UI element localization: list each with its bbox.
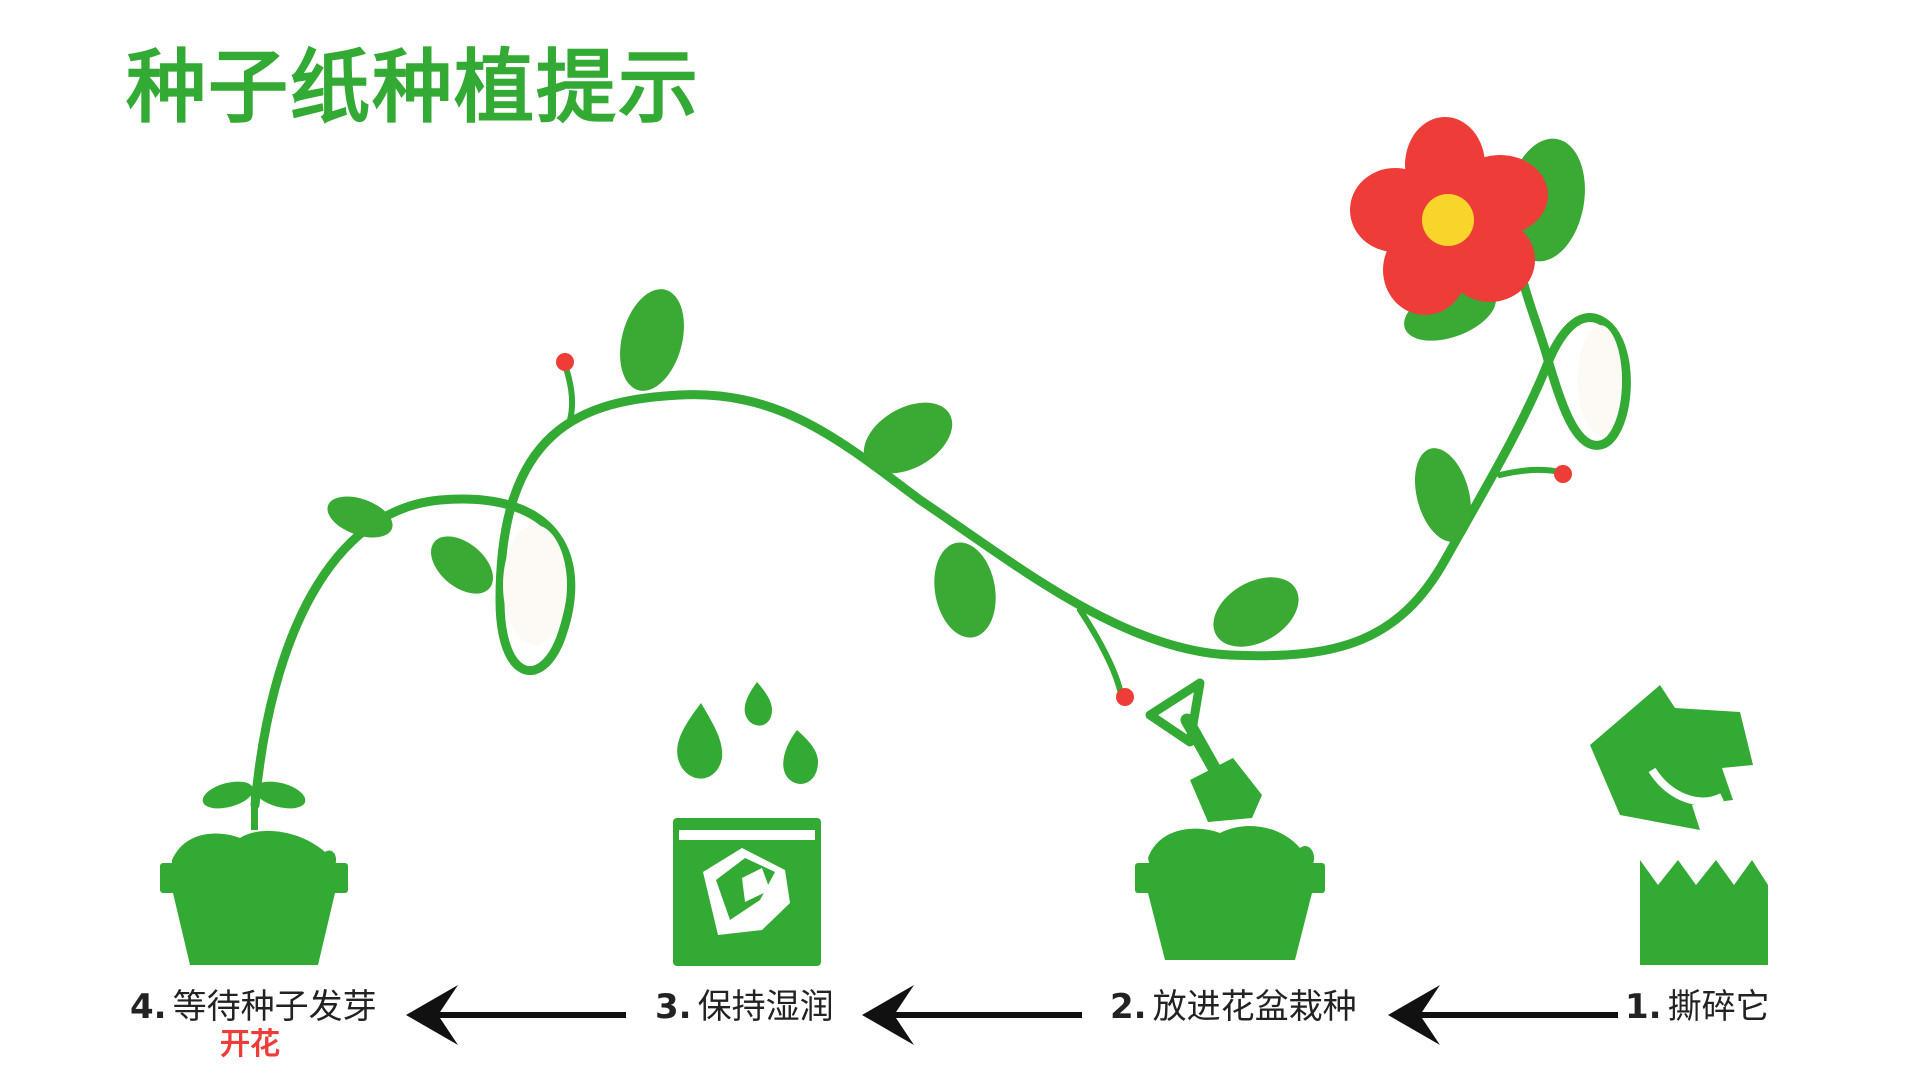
vine bbox=[250, 265, 1631, 810]
flower-pot-icon bbox=[1135, 825, 1325, 960]
step-number: 1. bbox=[1625, 987, 1662, 1027]
arrow-left-icon bbox=[406, 985, 626, 1045]
step-text: 保持湿润 bbox=[697, 987, 834, 1027]
bloom-note: 开花 bbox=[220, 1027, 280, 1062]
page-title: 种子纸种植提示 bbox=[126, 41, 700, 134]
arrow-left-icon bbox=[862, 985, 1082, 1045]
shovel-icon bbox=[1145, 678, 1262, 822]
step-1-label: 1.撕碎它 bbox=[1625, 990, 1770, 1024]
step-number: 3. bbox=[655, 987, 692, 1027]
step-4-label: 4.等待种子发芽 bbox=[130, 990, 377, 1024]
wet-paper-icon bbox=[673, 818, 821, 966]
sprout-pot-icon bbox=[160, 781, 348, 965]
water-drops-icon bbox=[677, 682, 818, 784]
step-text: 等待种子发芽 bbox=[172, 987, 377, 1027]
step-text: 撕碎它 bbox=[1667, 987, 1770, 1027]
step-text: 放进花盆栽种 bbox=[1152, 987, 1357, 1027]
red-flower bbox=[1350, 117, 1548, 315]
arrow-left-icon bbox=[1388, 985, 1618, 1045]
flower-buds bbox=[556, 353, 1572, 706]
vine-leaves bbox=[327, 138, 1585, 647]
torn-paper-icon bbox=[1590, 685, 1768, 965]
step-2-label: 2.放进花盆栽种 bbox=[1110, 990, 1357, 1024]
step-3-label: 3.保持湿润 bbox=[655, 990, 834, 1024]
step-number: 2. bbox=[1110, 987, 1147, 1027]
arrows bbox=[406, 985, 1618, 1045]
step-number: 4. bbox=[130, 987, 167, 1027]
